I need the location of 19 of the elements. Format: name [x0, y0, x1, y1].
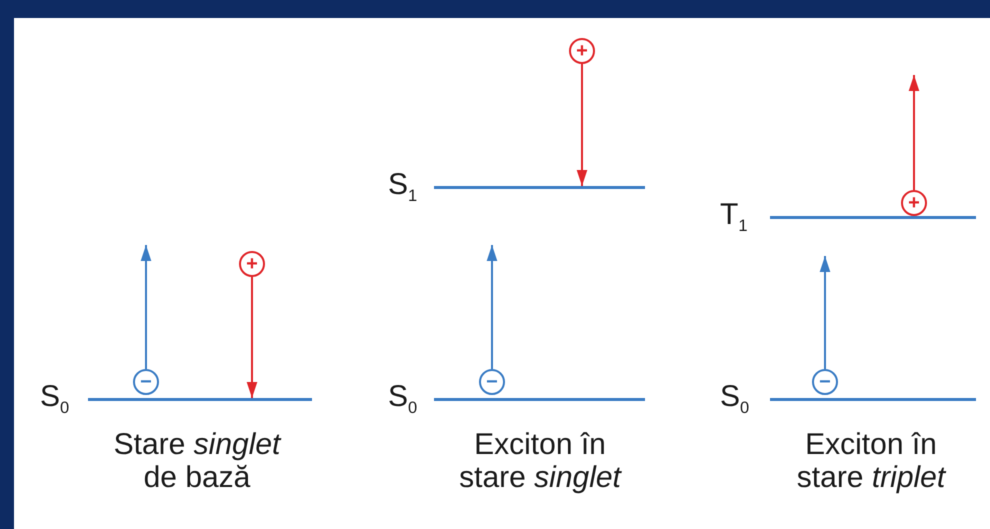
arrow: [908, 75, 920, 190]
level-label: S$_{0}$: [40, 380, 70, 418]
energy-level-line: [770, 216, 976, 219]
arrow: [140, 245, 152, 369]
state-caption: Stare singlet de bază: [112, 428, 282, 494]
energy-level-line: [434, 398, 645, 401]
arrow: [246, 277, 258, 398]
arrow: [486, 245, 498, 369]
energy-level-line: [88, 398, 312, 401]
energy-level-line: [770, 398, 976, 401]
state-caption: Exciton în stare triplet: [796, 428, 948, 494]
level-label: S$_{0}$: [388, 380, 418, 418]
arrow: [820, 256, 830, 369]
state-caption: Exciton în stare singlet: [458, 428, 623, 494]
arrow: [576, 64, 588, 186]
level-label: S$_{1}$: [388, 168, 418, 206]
level-label: S$_{0}$: [720, 380, 750, 418]
level-label: T$_{1}$: [720, 198, 748, 236]
energy-level-line: [434, 186, 645, 189]
